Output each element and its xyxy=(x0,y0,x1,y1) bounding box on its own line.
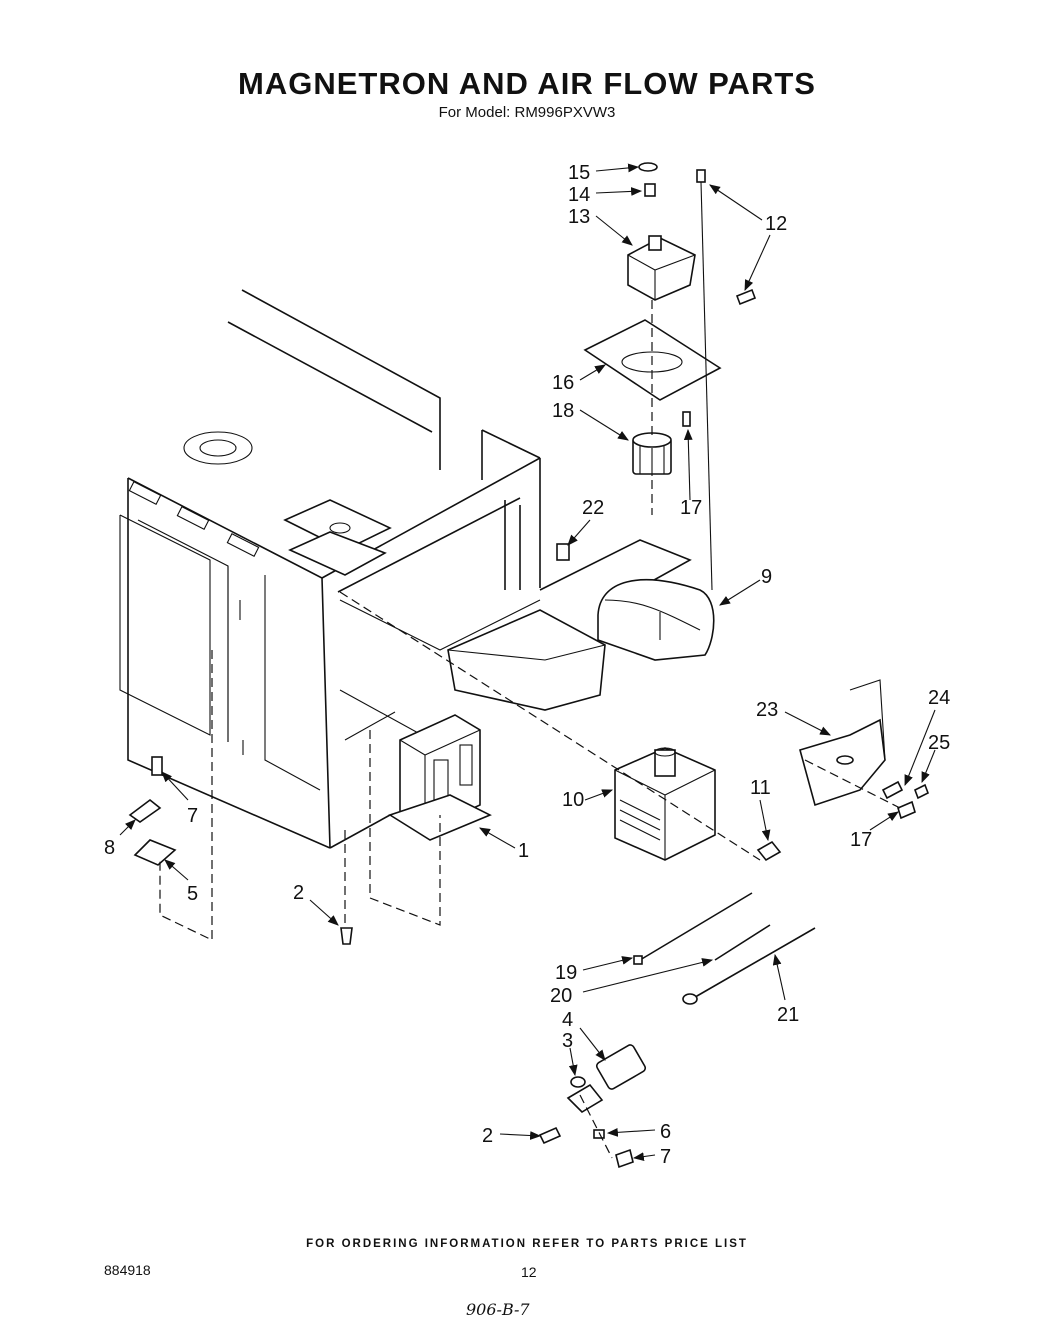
magnetron xyxy=(614,747,716,861)
callout-10: 10 xyxy=(562,789,584,811)
small-parts xyxy=(128,543,930,1169)
callout-25: 25 xyxy=(928,732,950,754)
callout-7-lower: 7 xyxy=(660,1146,671,1168)
callout-12: 12 xyxy=(765,213,787,235)
callout-22: 22 xyxy=(582,497,604,519)
callout-4: 4 xyxy=(562,1009,573,1031)
callout-21: 21 xyxy=(777,1004,799,1026)
cabinet-assembly xyxy=(119,289,541,849)
fan-motor-assembly xyxy=(583,162,757,591)
air-duct xyxy=(447,539,715,711)
callout-5: 5 xyxy=(187,883,198,905)
callout-3: 3 xyxy=(562,1030,573,1052)
callout-17-lower: 17 xyxy=(850,829,872,851)
callout-arrows xyxy=(119,163,936,1161)
callout-23: 23 xyxy=(756,699,778,721)
ordering-note: FOR ORDERING INFORMATION REFER TO PARTS … xyxy=(306,1238,748,1250)
assembly-leader-lines xyxy=(159,591,901,1159)
callout-13: 13 xyxy=(568,206,590,228)
callout-9: 9 xyxy=(761,566,772,588)
model-subtitle: For Model: RM996PXVW3 xyxy=(438,104,616,121)
handwritten-note: 906-B-7 xyxy=(466,1300,530,1319)
callout-1: 1 xyxy=(518,840,529,862)
page-title: MAGNETRON AND AIR FLOW PARTS xyxy=(238,66,816,101)
callout-24: 24 xyxy=(928,687,950,709)
callout-8: 8 xyxy=(104,837,115,859)
page-number: 12 xyxy=(521,1264,537,1280)
callout-labels: 15 14 13 12 16 18 17 22 9 23 24 25 10 11… xyxy=(104,162,950,1168)
callout-19: 19 xyxy=(555,962,577,984)
callout-18: 18 xyxy=(552,400,574,422)
callout-7-left: 7 xyxy=(187,805,198,827)
document-number: 884918 xyxy=(104,1262,151,1278)
callout-11: 11 xyxy=(750,777,771,799)
callout-2-upper: 2 xyxy=(293,882,304,904)
callout-15: 15 xyxy=(568,162,590,184)
callout-17-upper: 17 xyxy=(680,497,702,519)
callout-2-lower: 2 xyxy=(482,1125,493,1147)
callout-6: 6 xyxy=(660,1121,671,1143)
transformer xyxy=(388,714,492,841)
callout-14: 14 xyxy=(568,184,590,206)
callout-16: 16 xyxy=(552,372,574,394)
callout-20: 20 xyxy=(550,985,572,1007)
